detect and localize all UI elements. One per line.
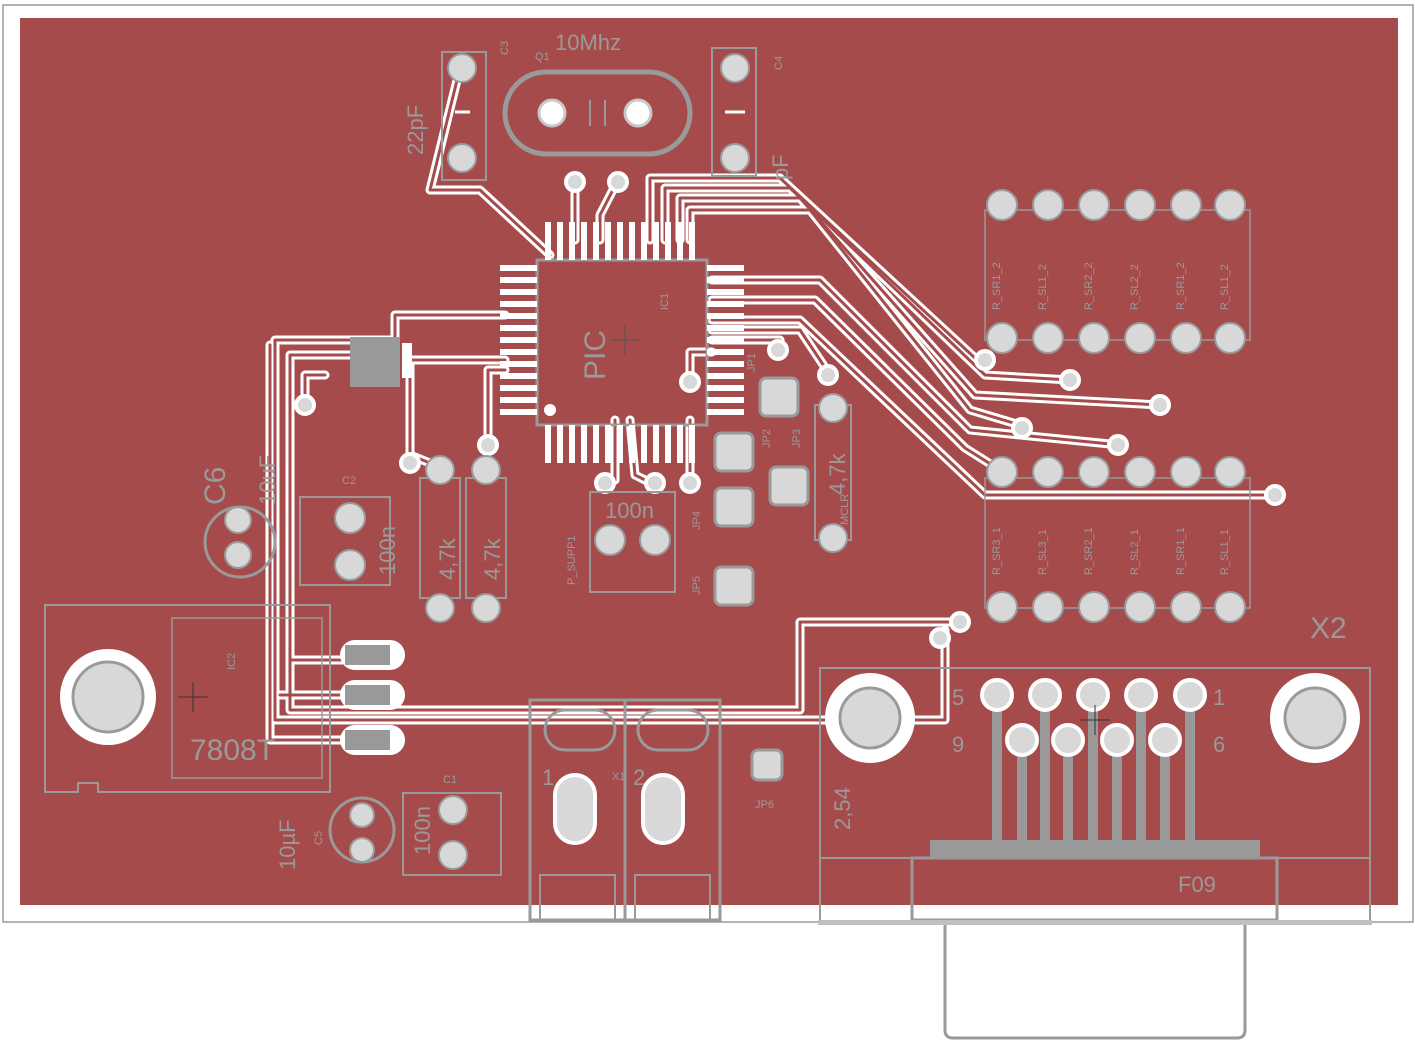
capacitor-c5: C5 10µF — [275, 796, 396, 870]
ic2-designator: IC2 — [226, 653, 238, 670]
resistor-array-top: R_SR1_2 R_SL1_2 R_SR2_2 R_SL2_2 R_SR1_2 … — [984, 189, 1251, 354]
r-top-label-2: R_SR2_2 — [1083, 262, 1095, 310]
jp3-label: JP3 — [791, 429, 803, 448]
x2-pin5-label: 5 — [952, 685, 964, 710]
vias — [294, 171, 1286, 649]
r-bot-label-3: R_SL2_1 — [1129, 529, 1141, 575]
ic2-value: 7808T — [190, 734, 275, 767]
resistor-mclr: 4,7k MCLR — [814, 393, 852, 553]
c1-designator: C1 — [443, 774, 457, 786]
regulator-ic2: IC2 7808T — [44, 604, 405, 793]
c5-value: 10µF — [275, 819, 300, 870]
x2-designator: X2 — [1310, 612, 1347, 645]
c3-designator: C3 — [499, 41, 511, 55]
mclr-value: 4,7k — [825, 452, 850, 495]
r-bot-label-0: R_SR3_1 — [991, 527, 1003, 575]
capacitor-c2: C2 100n — [299, 475, 400, 586]
capacitor-c6: C6 10uF — [199, 455, 280, 579]
resistor-array-bottom: R_SR3_1 R_SL3_1 R_SR2_1 R_SL2_1 R_SR1_1 … — [984, 456, 1251, 623]
x2-pitch-label: 2,54 — [830, 787, 855, 830]
r-pullup-value-2: 4,7k — [480, 537, 505, 580]
r-top-label-4: R_SR1_2 — [1175, 262, 1187, 310]
jp2-label: JP2 — [761, 429, 773, 448]
jp1-label: JP1 — [746, 353, 758, 372]
r-bot-label-1: R_SL3_1 — [1037, 529, 1049, 575]
resistors-pullup: 4,7k 4,7k — [419, 455, 507, 623]
smd-pad — [402, 343, 412, 378]
x2-pin1-label: 1 — [1213, 685, 1225, 710]
c4-value: pF — [768, 154, 793, 180]
psupp-value: 100n — [605, 498, 654, 523]
crystal-frequency-label: 10Mhz — [555, 30, 621, 55]
c1-value: 100n — [410, 806, 435, 855]
r-bot-label-2: R_SR2_1 — [1083, 527, 1095, 575]
c2-designator: C2 — [342, 475, 356, 487]
r-top-label-5: R_SL1_2 — [1219, 264, 1231, 310]
c2-value: 100n — [375, 526, 400, 575]
r-top-label-3: R_SL2_2 — [1129, 264, 1141, 310]
c5-designator: C5 — [313, 831, 325, 845]
capacitor-c4: C4 pF — [711, 47, 793, 180]
c3-value: 22pF — [403, 105, 428, 155]
c6-designator: C6 — [199, 467, 232, 505]
x2-type-label: F09 — [1178, 872, 1216, 897]
jp4-label: JP4 — [691, 511, 703, 530]
ic1-designator: IC1 — [659, 293, 671, 310]
capacitor-c1: C1 100n — [402, 774, 502, 876]
capacitor-psupp: 100n P_SUPP1 — [566, 491, 676, 593]
x1-designator: X1 — [612, 771, 625, 783]
jp6-label: JP6 — [755, 799, 774, 811]
ic1-text: PIC — [579, 330, 612, 380]
smd-component — [350, 337, 400, 387]
jp5-label: JP5 — [691, 576, 703, 595]
c4-designator: C4 — [773, 56, 785, 70]
connector-x2: X2 5 1 9 6 2,54 F09 — [818, 612, 1372, 1040]
terminal-block-x1: X1 1 2 — [528, 698, 722, 922]
r-pullup-value-1: 4,7k — [435, 537, 460, 580]
c6-value: 10uF — [255, 455, 280, 505]
crystal-q1: 10Mhz Q1 — [502, 30, 693, 157]
mclr-designator: MCLR — [839, 494, 851, 525]
x1-pin2: 2 — [633, 765, 645, 790]
psupp-designator: P_SUPP1 — [566, 535, 578, 585]
ic1-pic: PIC IC1 — [500, 222, 744, 463]
board-outline — [2, 4, 1414, 923]
x1-pin1: 1 — [542, 765, 554, 790]
crystal-designator: Q1 — [535, 51, 550, 63]
r-bot-label-5: R_SL1_1 — [1219, 529, 1231, 575]
r-top-label-0: R_SR1_2 — [991, 262, 1003, 310]
capacitor-c3: C3 22pF — [403, 41, 511, 181]
x2-pin9-label: 9 — [952, 732, 964, 757]
x2-pin6-label: 6 — [1213, 732, 1225, 757]
jumpers — [713, 376, 810, 782]
r-top-label-1: R_SL1_2 — [1037, 264, 1049, 310]
r-bot-label-4: R_SR1_1 — [1175, 527, 1187, 575]
